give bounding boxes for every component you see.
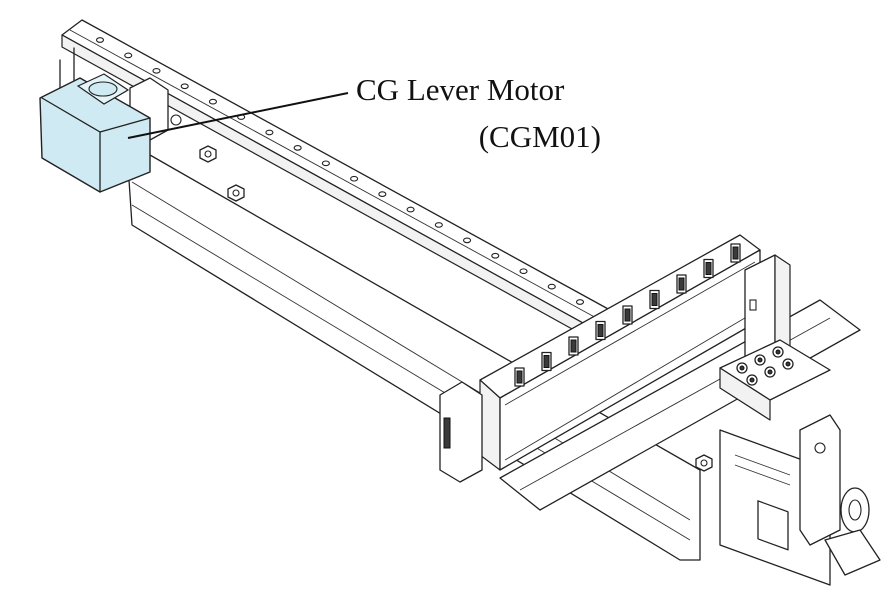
rail-hole <box>575 299 585 305</box>
cg-lever-motor <box>39 73 151 193</box>
mount-bolt-center <box>767 369 773 375</box>
rail-hole <box>321 160 330 167</box>
mount-bolt-center <box>785 361 791 367</box>
callout-label-code: (CGM01) <box>478 119 601 154</box>
channel-end-block <box>439 381 483 483</box>
callout-label-name: CG Lever Motor <box>356 72 565 107</box>
rail-hole <box>95 37 105 43</box>
rail-hole <box>265 129 274 136</box>
rail-hole <box>293 145 302 151</box>
channel-slot-inner <box>732 246 739 260</box>
mount-bolt-center <box>749 377 755 383</box>
rail-hole <box>208 98 217 105</box>
channel-slot-inner <box>651 293 658 306</box>
mount-bolt-center <box>775 349 781 355</box>
rail-hole <box>180 83 189 90</box>
rail-hole <box>152 67 161 74</box>
callout-leader-line <box>127 92 349 139</box>
channel-slot-inner <box>678 277 685 291</box>
mount-bolt-center <box>739 365 745 371</box>
rail-hole <box>378 191 387 197</box>
rail-hole <box>491 252 500 259</box>
lever-mechanism <box>799 414 881 576</box>
channel-slot-inner <box>597 324 604 337</box>
mount-bolt-center <box>757 357 763 363</box>
channel-slot-inner <box>516 370 523 384</box>
rail-hole <box>124 52 133 59</box>
rail-hole <box>519 268 528 275</box>
rail-hole <box>434 222 443 228</box>
channel-slot-inner <box>543 355 550 368</box>
rail-hole <box>463 237 472 244</box>
rail-holes <box>95 37 585 305</box>
channel-slots <box>514 243 741 387</box>
rail-hole <box>547 283 556 290</box>
mount-bolts <box>736 346 794 386</box>
channel-slot-inner <box>705 262 712 275</box>
rail-hole <box>406 206 415 213</box>
channel-slot-inner <box>570 339 577 353</box>
channel-slot-inner <box>624 308 631 322</box>
rail-hole <box>350 175 359 182</box>
